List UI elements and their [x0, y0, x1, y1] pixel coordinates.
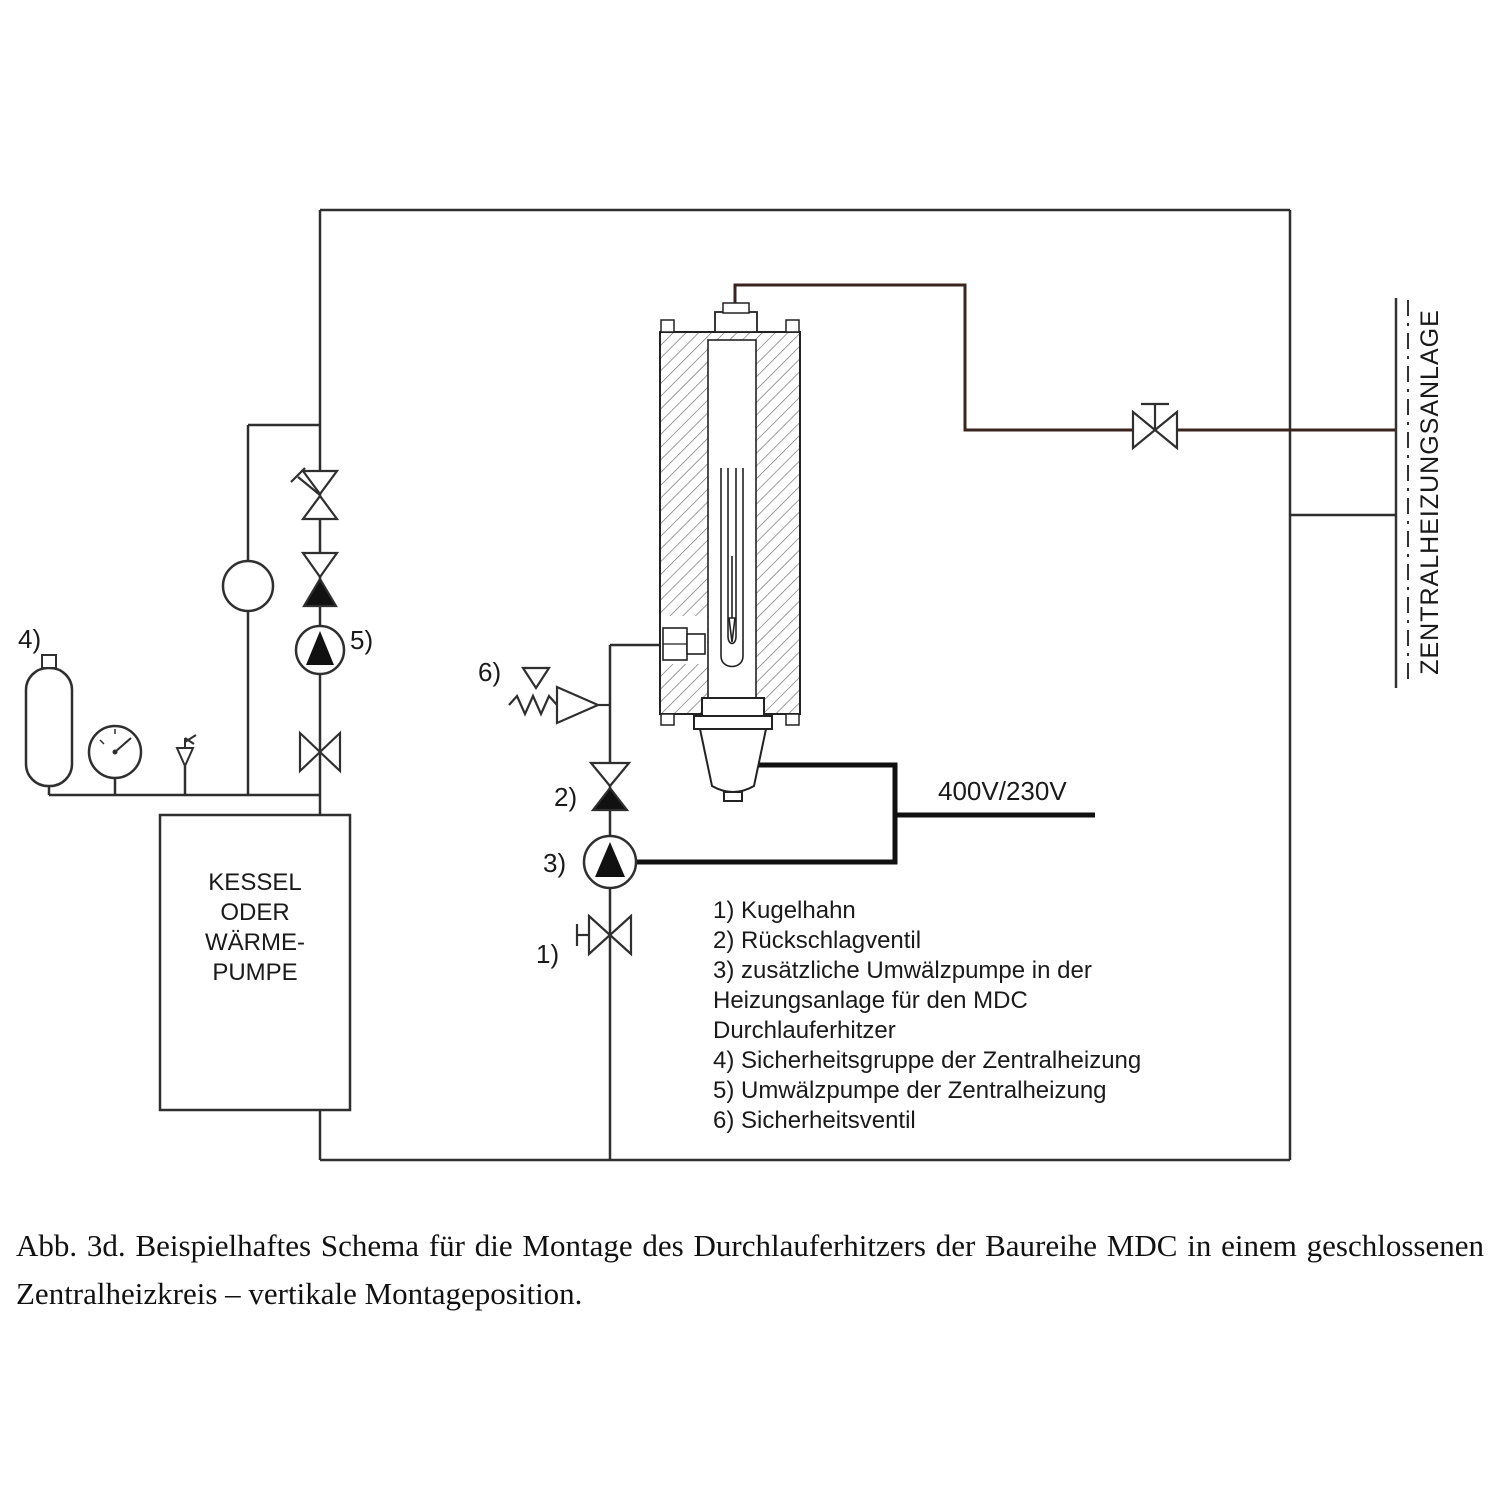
head-nub	[723, 791, 743, 802]
check-valve-2	[588, 761, 632, 812]
legend-line-1: 1) Kugelhahn	[713, 897, 856, 924]
branch-device	[221, 559, 275, 613]
callout-4: 4)	[18, 624, 41, 654]
safety-group	[24, 654, 197, 788]
pump-3	[582, 834, 638, 890]
callout-5: 5)	[350, 625, 373, 655]
callout-1: 1)	[536, 939, 559, 969]
legend-line-8: 6) Sicherheitsventil	[713, 1107, 916, 1134]
heater-bottom-head	[693, 697, 773, 802]
safety-valve-6	[508, 666, 610, 725]
boiler-label-2: ODER	[220, 899, 289, 926]
heater-inlet-pipe	[608, 643, 664, 1160]
heater-power-wire	[637, 762, 898, 865]
legend-line-4: Heizungsanlage für den MDC	[713, 987, 1028, 1014]
shutoff-valve-upper	[290, 467, 340, 521]
center-branch	[508, 666, 638, 957]
vessel-nipple	[41, 654, 57, 669]
central-heating-wall: ZENTRALHEIZUNGSANLAGE	[1394, 298, 1444, 688]
callout-3: 3)	[543, 848, 566, 878]
legend-line-7: 5) Umwälzpumpe der Zentralheizung	[713, 1077, 1107, 1104]
legend-line-2: 2) Rückschlagventil	[713, 927, 921, 954]
power-label: 400V/230V	[938, 776, 1067, 806]
pump-rotor-icon	[595, 842, 625, 877]
heater-tab	[660, 713, 675, 726]
legend-line-3: 3) zusätzliche Umwälzpumpe in der	[713, 957, 1092, 984]
head-flange	[693, 715, 773, 730]
pipe-network	[47, 208, 1396, 1162]
boiler-label-1: KESSEL	[208, 869, 301, 896]
ball-valve-1	[575, 913, 633, 957]
callout-2: 2)	[554, 782, 577, 812]
heater-tab	[785, 319, 800, 333]
head-neck	[701, 697, 765, 717]
heating-schematic: 400V/230V	[18, 208, 1444, 1162]
expansion-vessel	[24, 666, 74, 788]
pressure-gauge	[87, 724, 143, 780]
boiler-label-4: PUMPE	[212, 959, 297, 986]
legend-line-5: Durchlauferhitzer	[713, 1017, 896, 1044]
head-dome	[698, 728, 768, 793]
heating-element	[720, 468, 744, 668]
flow-heater	[659, 302, 801, 802]
boiler-label-3: WÄRME-	[205, 929, 305, 956]
heater-tab	[785, 713, 800, 726]
callout-6: 6)	[478, 657, 501, 687]
heater-outlet-pipe	[733, 283, 1396, 432]
left-riser	[221, 467, 346, 774]
figure-caption: Abb. 3d. Beispielhaftes Schema für die M…	[16, 1228, 1484, 1312]
wall-label: ZENTRALHEIZUNGSANLAGE	[1416, 309, 1444, 675]
supply-shutoff-valve	[1131, 402, 1179, 451]
electric-wiring	[637, 762, 1095, 865]
pump-rotor-icon	[306, 631, 334, 665]
shutoff-valve-lower	[298, 730, 342, 774]
heater-top-cap	[714, 311, 758, 333]
heater-top-nipple	[722, 302, 750, 314]
heater-tab	[660, 319, 675, 333]
pump-5	[294, 624, 346, 676]
legend-line-6: 4) Sicherheitsgruppe der Zentralheizung	[713, 1047, 1141, 1074]
legend: 1) Kugelhahn 2) Rückschlagventil 3) zusä…	[713, 897, 1141, 1134]
inlet-fitting	[661, 616, 707, 664]
air-vent-valve	[175, 734, 197, 769]
boiler-box: KESSEL ODER WÄRME- PUMPE	[158, 813, 352, 1112]
check-valve-left	[300, 551, 340, 608]
